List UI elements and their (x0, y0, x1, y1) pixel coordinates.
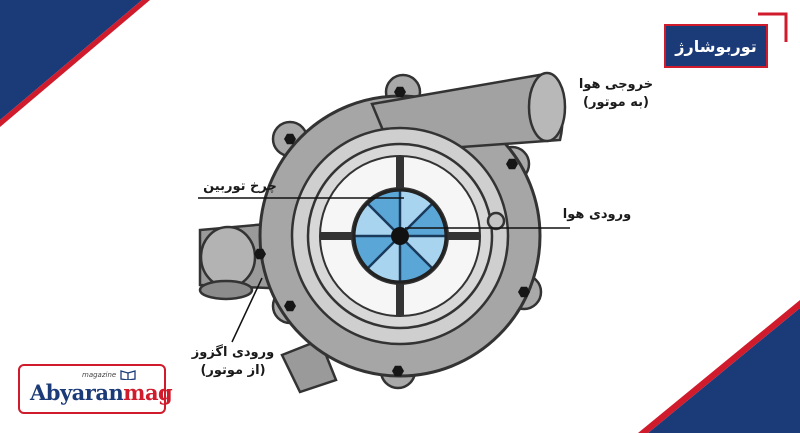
air-inlet-port (486, 211, 506, 231)
logo-wordmark-accent: mag (123, 380, 173, 405)
hex-nuts (254, 86, 530, 377)
label-air-outlet: خروجی هوا (به موتور) (566, 76, 666, 112)
logo-wordmark: Abyaranmag (30, 380, 173, 405)
logo-wordmark-main: Abyaran (30, 380, 124, 405)
label-exhaust-inlet: ورودی اگزوز (از موتور) (178, 344, 288, 380)
label-turbine-wheel: چرخ توربین (203, 179, 277, 194)
logo-subtitle: magazine (82, 371, 117, 379)
turbine-wheel (352, 188, 448, 284)
label-air-inlet: ورودی هوا (562, 207, 632, 222)
book-icon (120, 370, 136, 380)
ring-spokes (320, 156, 480, 316)
corner-top-left-red (0, 0, 150, 127)
label-air-outlet-line1: خروجی هوا (578, 77, 654, 92)
title-badge: توربوشارژ (664, 24, 768, 68)
abyaranmag-logo: magazine Abyaranmag (18, 364, 173, 414)
leader-lines (198, 197, 570, 343)
label-exhaust-inlet-line2: (از موتور) (200, 363, 266, 378)
ring-windows (318, 154, 482, 318)
label-exhaust-inlet-line1: ورودی اگزوز (191, 345, 275, 360)
corner-bracket-icon (758, 12, 788, 42)
label-air-outlet-line2: (به موتور) (583, 95, 649, 110)
corner-bottom-right-red (638, 300, 800, 433)
leader-exhaust-inlet (231, 277, 263, 343)
